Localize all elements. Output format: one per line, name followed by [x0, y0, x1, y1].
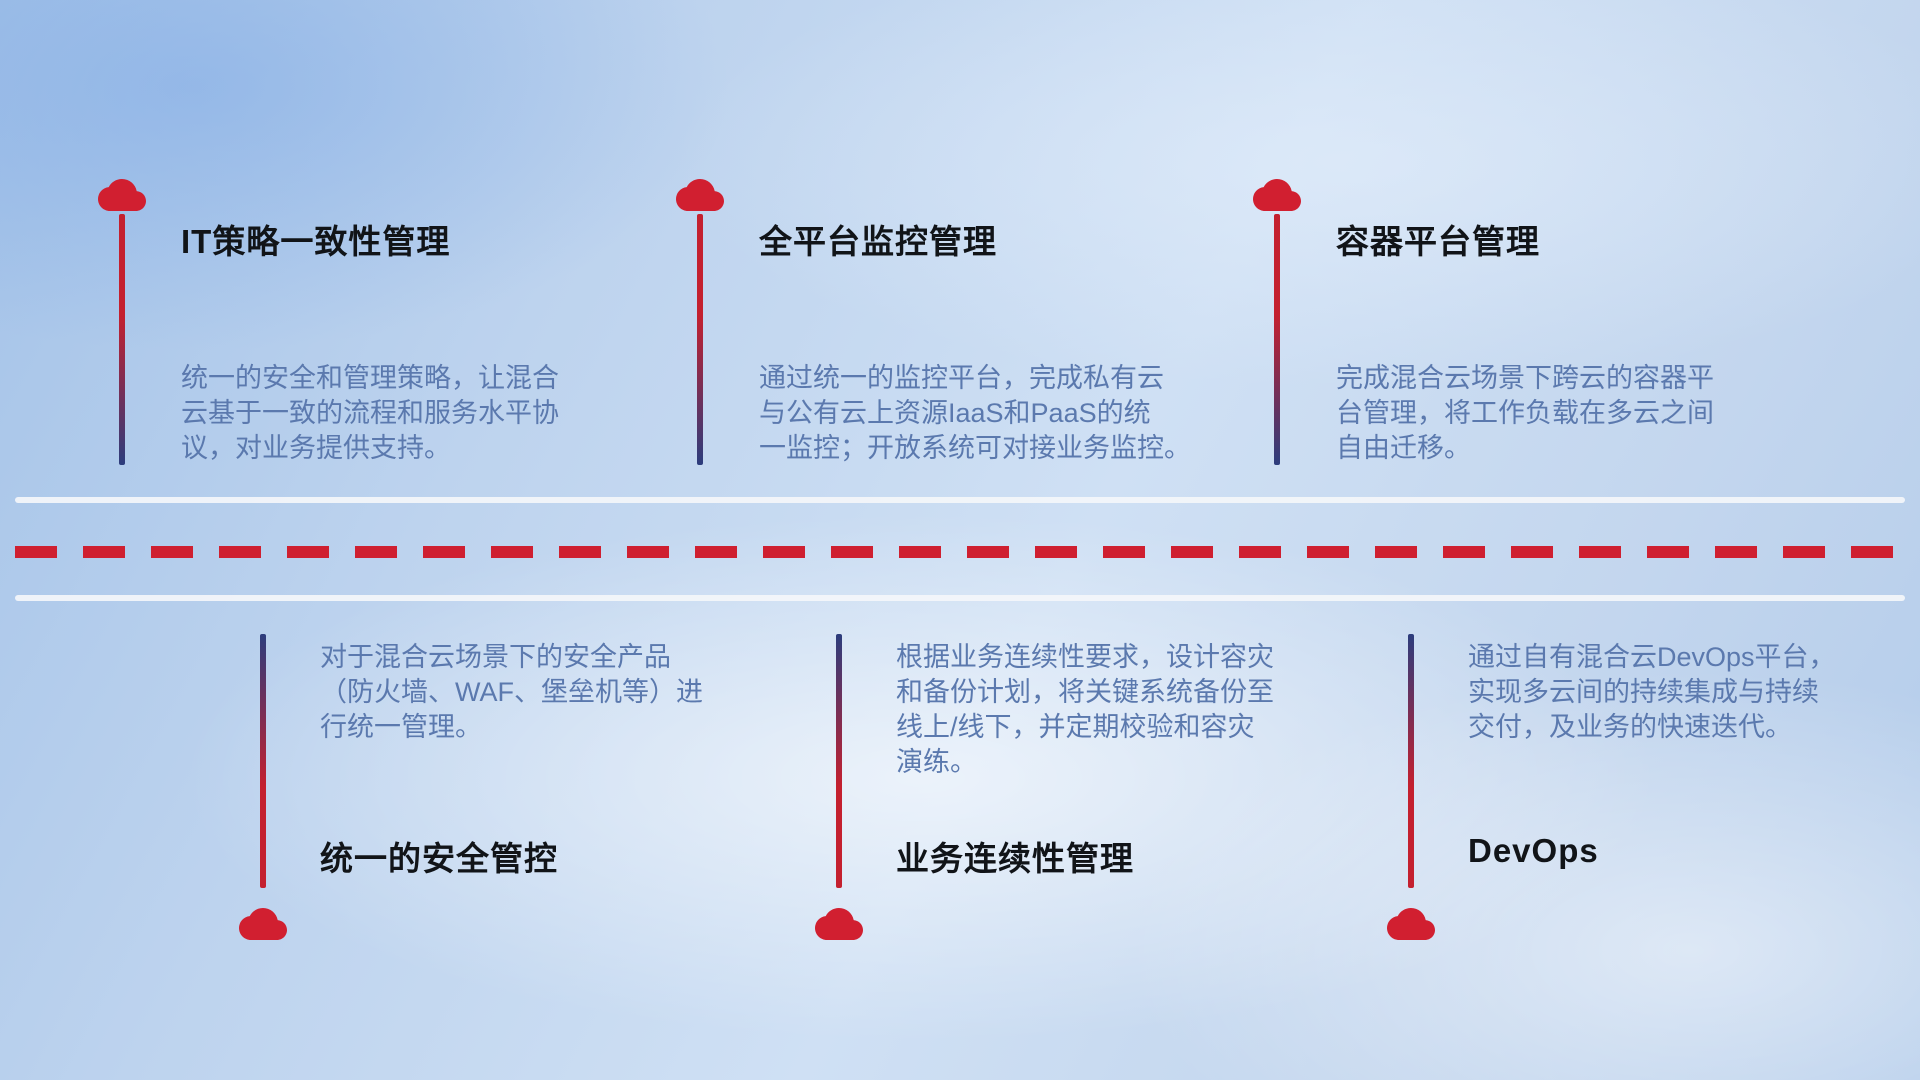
- cloud-icon: [672, 171, 728, 211]
- cloud-icon: [811, 900, 867, 940]
- item-description: 通过统一的监控平台，完成私有云 与公有云上资源IaaS和PaaS的统 一监控；开…: [759, 363, 1191, 463]
- cloud-icon: [1383, 900, 1439, 940]
- top-item-platform-monitoring: 全平台监控管理 通过统一的监控平台，完成私有云 与公有云上资源IaaS和PaaS…: [672, 171, 1191, 471]
- item-title: IT策略一致性管理: [181, 223, 451, 260]
- timeline-rail: [836, 634, 842, 888]
- timeline-rail: [260, 634, 266, 888]
- item-description: 对于混合云场景下的安全产品 （防火墙、WAF、堡垒机等）进 行统一管理。: [320, 642, 703, 742]
- timeline-rail: [1274, 214, 1280, 465]
- bottom-item-devops: 通过自有混合云DevOps平台， 实现多云间的持续集成与持续 交付，及业务的快速…: [1383, 634, 1883, 954]
- item-description: 统一的安全和管理策略，让混合 云基于一致的流程和服务水平协 议，对业务提供支持。: [181, 363, 559, 463]
- item-description: 通过自有混合云DevOps平台， 实现多云间的持续集成与持续 交付，及业务的快速…: [1468, 642, 1836, 742]
- top-item-it-policy: IT策略一致性管理 统一的安全和管理策略，让混合 云基于一致的流程和服务水平协 …: [94, 171, 594, 471]
- item-title: 业务连续性管理: [896, 840, 1134, 877]
- road-edge-bottom-line: [15, 595, 1905, 601]
- item-description: 完成混合云场景下跨云的容器平 台管理，将工作负载在多云之间 自由迁移。: [1336, 363, 1714, 463]
- timeline-rail: [1408, 634, 1414, 888]
- road-edge-top-line: [15, 497, 1905, 503]
- cloud-icon: [235, 900, 291, 940]
- item-title: 统一的安全管控: [320, 840, 558, 877]
- timeline-rail: [697, 214, 703, 465]
- bottom-item-security-control: 对于混合云场景下的安全产品 （防火墙、WAF、堡垒机等）进 行统一管理。 统一的…: [235, 634, 735, 954]
- timeline-rail: [119, 214, 125, 465]
- road-center-dashed-line: [15, 546, 1905, 558]
- item-title: 容器平台管理: [1336, 223, 1540, 260]
- item-title: DevOps: [1468, 832, 1599, 869]
- cloud-icon: [94, 171, 150, 211]
- cloud-icon: [1249, 171, 1305, 211]
- bottom-item-business-continuity: 根据业务连续性要求，设计容灾 和备份计划，将关键系统备份至 线上/线下，并定期校…: [811, 634, 1311, 954]
- top-item-container-platform: 容器平台管理 完成混合云场景下跨云的容器平 台管理，将工作负载在多云之间 自由迁…: [1249, 171, 1749, 471]
- item-title: 全平台监控管理: [759, 223, 997, 260]
- item-description: 根据业务连续性要求，设计容灾 和备份计划，将关键系统备份至 线上/线下，并定期校…: [896, 642, 1274, 777]
